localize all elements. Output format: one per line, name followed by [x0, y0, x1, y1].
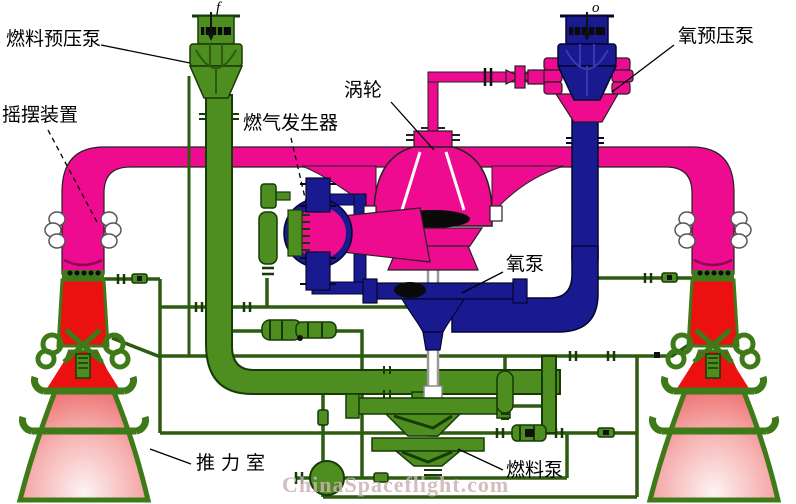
- label-thrust-chamber: 推力室: [196, 453, 272, 474]
- oxygen-inlet-arrow: [583, 12, 591, 41]
- accumulator-capsule: [496, 370, 514, 420]
- thrust-chamber-right: [646, 211, 782, 503]
- fuel-pump-shape: [345, 393, 511, 476]
- oxygen-discharge-pipe: [451, 99, 604, 333]
- fuel-inlet-arrow: [207, 12, 215, 41]
- oxygen-inlet-marker: o: [592, 0, 600, 16]
- label-oxygen-pump: 氧泵: [506, 254, 545, 275]
- label-turbine: 涡轮: [344, 80, 383, 101]
- label-gas-generator: 燃气发生器: [243, 113, 339, 134]
- leader-oxygen-pump: [461, 271, 504, 294]
- inline-fittings: [116, 272, 678, 484]
- bottom-valve: [511, 424, 547, 442]
- leader-fuel-booster-pump: [100, 44, 191, 64]
- leader-gas-generator: [290, 137, 307, 203]
- thrust-chamber-left: [16, 211, 152, 503]
- label-fuel-booster-pump: 燃料预压泵: [6, 29, 102, 50]
- label-oxygen-booster-pump: 氧预压泵: [678, 26, 755, 47]
- label-fuel-pump: 燃料泵: [506, 460, 564, 481]
- hot-gas-drive-line: [421, 65, 547, 139]
- label-swing-device: 摇摆装置: [2, 105, 79, 126]
- oxygen-pump-shape: [362, 278, 528, 351]
- leader-oxygen-booster-pump: [611, 44, 675, 93]
- main-fuel-valve: [261, 319, 337, 341]
- fuel-booster-pump-shape: [188, 14, 244, 99]
- fuel-bottle-sphere: [309, 460, 345, 496]
- leader-fuel-pump: [457, 448, 504, 471]
- fuel-inlet-marker: f: [216, 0, 221, 16]
- gas-generator-shape: [258, 177, 431, 291]
- watermark: ChinaSpaceflight.com: [282, 472, 510, 497]
- oxygen-booster-pump-shape: [527, 14, 634, 123]
- leader-thrust-chamber: [149, 448, 192, 465]
- leader-turbine: [390, 101, 435, 151]
